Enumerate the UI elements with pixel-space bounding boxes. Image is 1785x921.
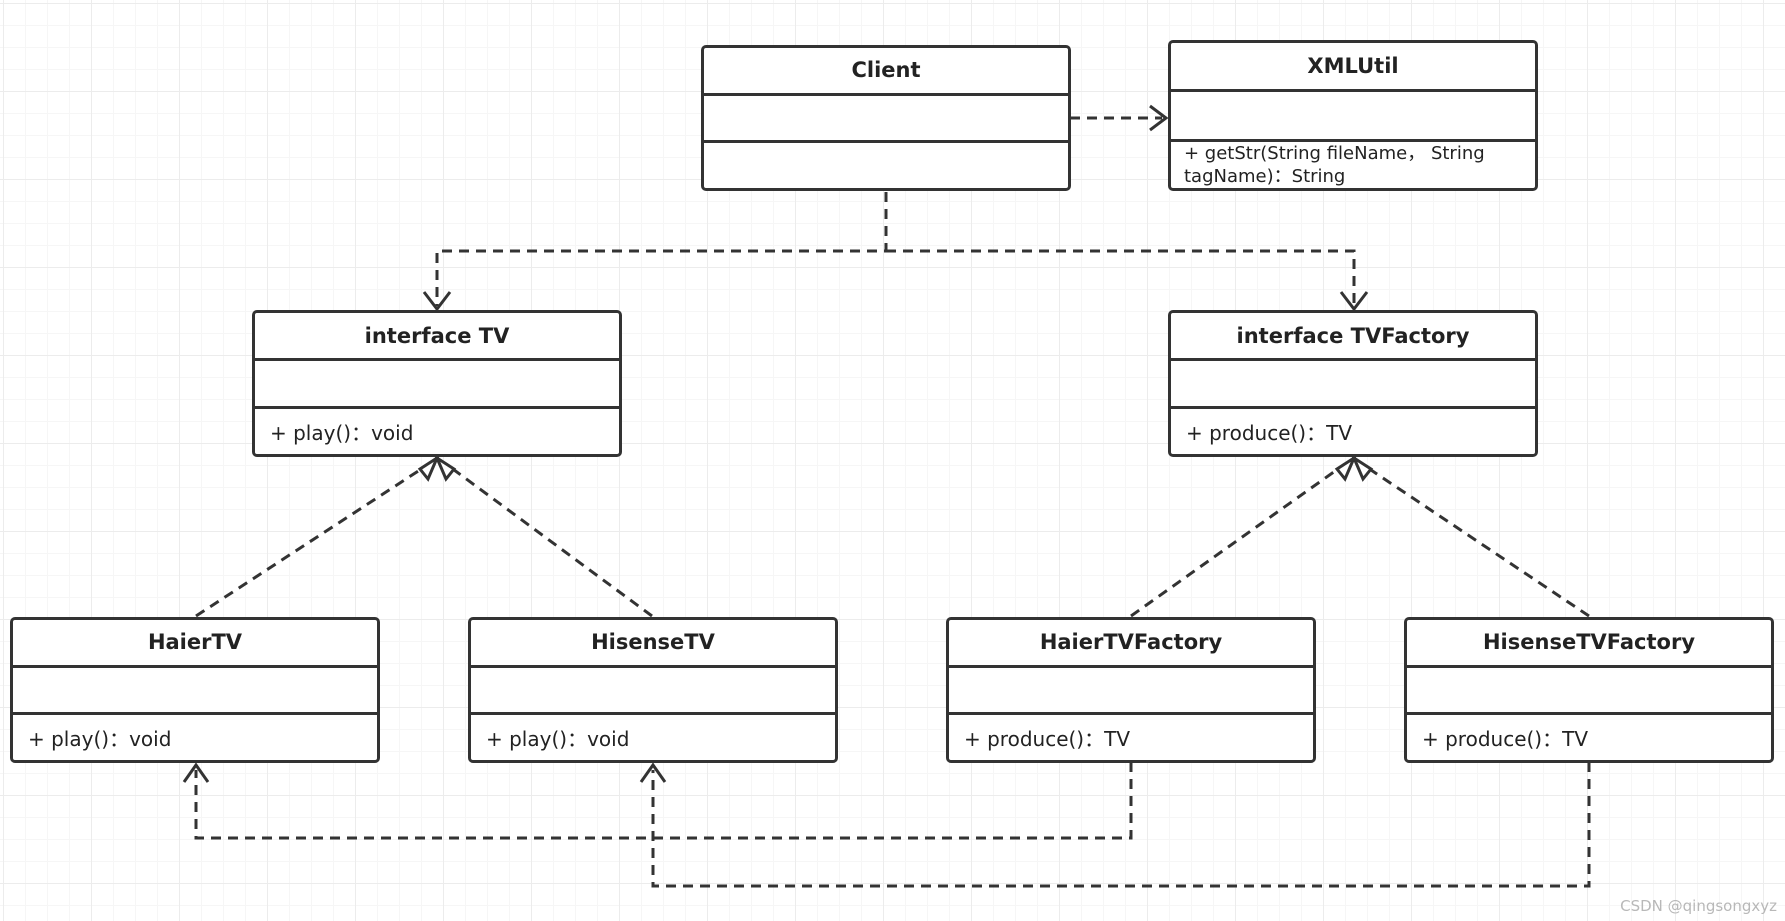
operations-section <box>704 140 1068 188</box>
class-name: HaierTV <box>147 630 243 655</box>
triangle-head-tvfactory-right <box>1350 454 1374 482</box>
operation: + play()：void <box>471 712 835 760</box>
operation: + play()：void <box>13 712 377 760</box>
arrowhead-haiertv <box>182 762 210 783</box>
dependency-haiertvfactory-haiertv <box>194 762 1133 840</box>
realization-haiertvfactory-tvfactory <box>1130 462 1346 618</box>
class-hisensetv[interactable]: HisenseTV + play()：void <box>468 617 838 763</box>
class-name: HaierTVFactory <box>1039 630 1223 655</box>
operation: + getStr(String fileName， String tagName… <box>1171 138 1535 188</box>
class-name: interface TV <box>364 323 510 348</box>
arrowhead-xmlutil <box>1149 104 1169 132</box>
arrowhead-hisensetv <box>639 762 667 783</box>
class-haiertvfactory[interactable]: HaierTVFactory + produce()：TV <box>946 617 1316 763</box>
operation: + produce()：TV <box>1171 406 1535 454</box>
attributes-section <box>1171 89 1535 138</box>
attributes-section <box>949 664 1313 713</box>
arrowhead-tvfactory <box>1339 291 1369 312</box>
class-name: interface TVFactory <box>1236 323 1470 348</box>
watermark: CSDN @qingsongxyz <box>1620 897 1777 915</box>
class-name: HisenseTVFactory <box>1482 630 1696 655</box>
dependency-client-tvfactory <box>886 249 1356 306</box>
dependency-hisensetvfactory-hisensetv <box>651 762 1591 888</box>
class-hisensetvfactory[interactable]: HisenseTVFactory + produce()：TV <box>1404 617 1774 763</box>
dependency-client-tv <box>435 192 888 306</box>
attributes-section <box>471 664 835 713</box>
class-xmlutil[interactable]: XMLUtil + getStr(String fileName， String… <box>1168 40 1538 191</box>
class-name: HisenseTV <box>591 630 715 655</box>
class-name: Client <box>851 58 921 83</box>
triangle-head-tvfactory-left <box>1334 454 1358 482</box>
triangle-head-tv-right <box>433 454 457 482</box>
class-interface-tvfactory[interactable]: interface TVFactory + produce()：TV <box>1168 310 1538 457</box>
realization-haiertv-tv <box>195 462 430 618</box>
class-name: XMLUtil <box>1307 54 1399 79</box>
attributes-section <box>1407 664 1771 713</box>
class-interface-tv[interactable]: interface TV + play()：void <box>252 310 622 457</box>
realization-hisensetvfactory-tvfactory <box>1361 462 1590 618</box>
class-haiertv[interactable]: HaierTV + play()：void <box>10 617 380 763</box>
attributes-section <box>13 664 377 713</box>
attributes-section <box>1171 358 1535 406</box>
triangle-head-tv-left <box>417 454 441 482</box>
arrowhead-tv <box>422 291 452 312</box>
class-client[interactable]: Client <box>701 45 1071 191</box>
operation: + produce()：TV <box>949 712 1313 760</box>
operation: + produce()：TV <box>1407 712 1771 760</box>
attributes-section <box>704 92 1068 141</box>
attributes-section <box>255 358 619 406</box>
operation: + play()：void <box>255 406 619 454</box>
realization-hisensetv-tv <box>445 462 653 618</box>
